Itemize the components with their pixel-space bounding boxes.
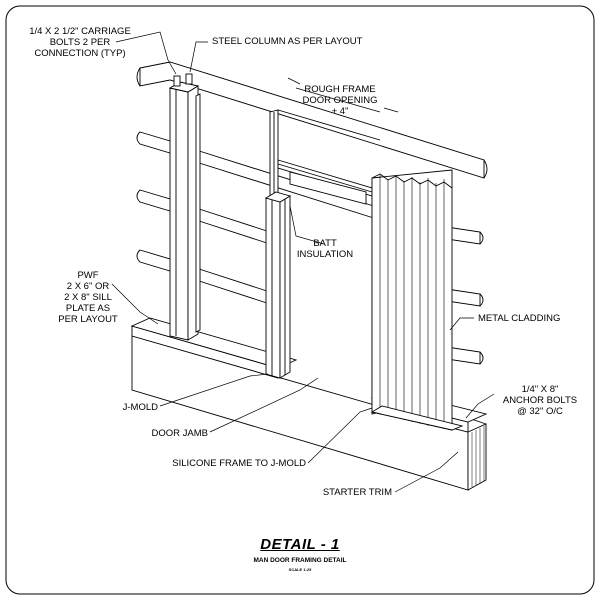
callout-starter-trim: STARTER TRIM	[322, 487, 392, 498]
steel-column	[168, 73, 200, 341]
concrete-foundation	[131, 324, 487, 491]
callout-batt-insulation: BATT INSULATION	[296, 238, 354, 260]
framing-drawing	[130, 61, 488, 491]
callout-anchor-bolts: 1/4" X 8" ANCHOR BOLTS @ 32" O/C	[502, 384, 578, 417]
detail-subtitle: MAN DOOR FRAMING DETAIL	[253, 557, 347, 564]
callout-j-mold: J-MOLD	[122, 402, 158, 413]
callout-door-jamb: DOOR JAMB	[151, 428, 208, 439]
door-jamb	[264, 171, 367, 379]
detail-scale: SCALE 1:25	[288, 567, 312, 572]
leader-lines	[111, 31, 495, 493]
callout-silicone: SILICONE FRAME TO J-MOLD	[172, 458, 306, 469]
callout-rough-frame: ROUGH FRAME DOOR OPENING + 4"	[302, 84, 378, 117]
callout-pwf-sill: PWF 2 X 6" OR 2 X 8" SILL PLATE AS PER L…	[58, 270, 118, 325]
detail-title: DETAIL - 1	[260, 536, 340, 553]
sheet-border	[5, 5, 595, 595]
metal-cladding	[370, 169, 464, 431]
callout-carriage-bolts: 1/4 X 2 1/2" CARRIAGE BOLTS 2 PER CONNEC…	[29, 26, 131, 59]
callout-steel-column: STEEL COLUMN AS PER LAYOUT	[212, 36, 363, 47]
callout-metal-cladding: METAL CLADDING	[478, 313, 561, 324]
